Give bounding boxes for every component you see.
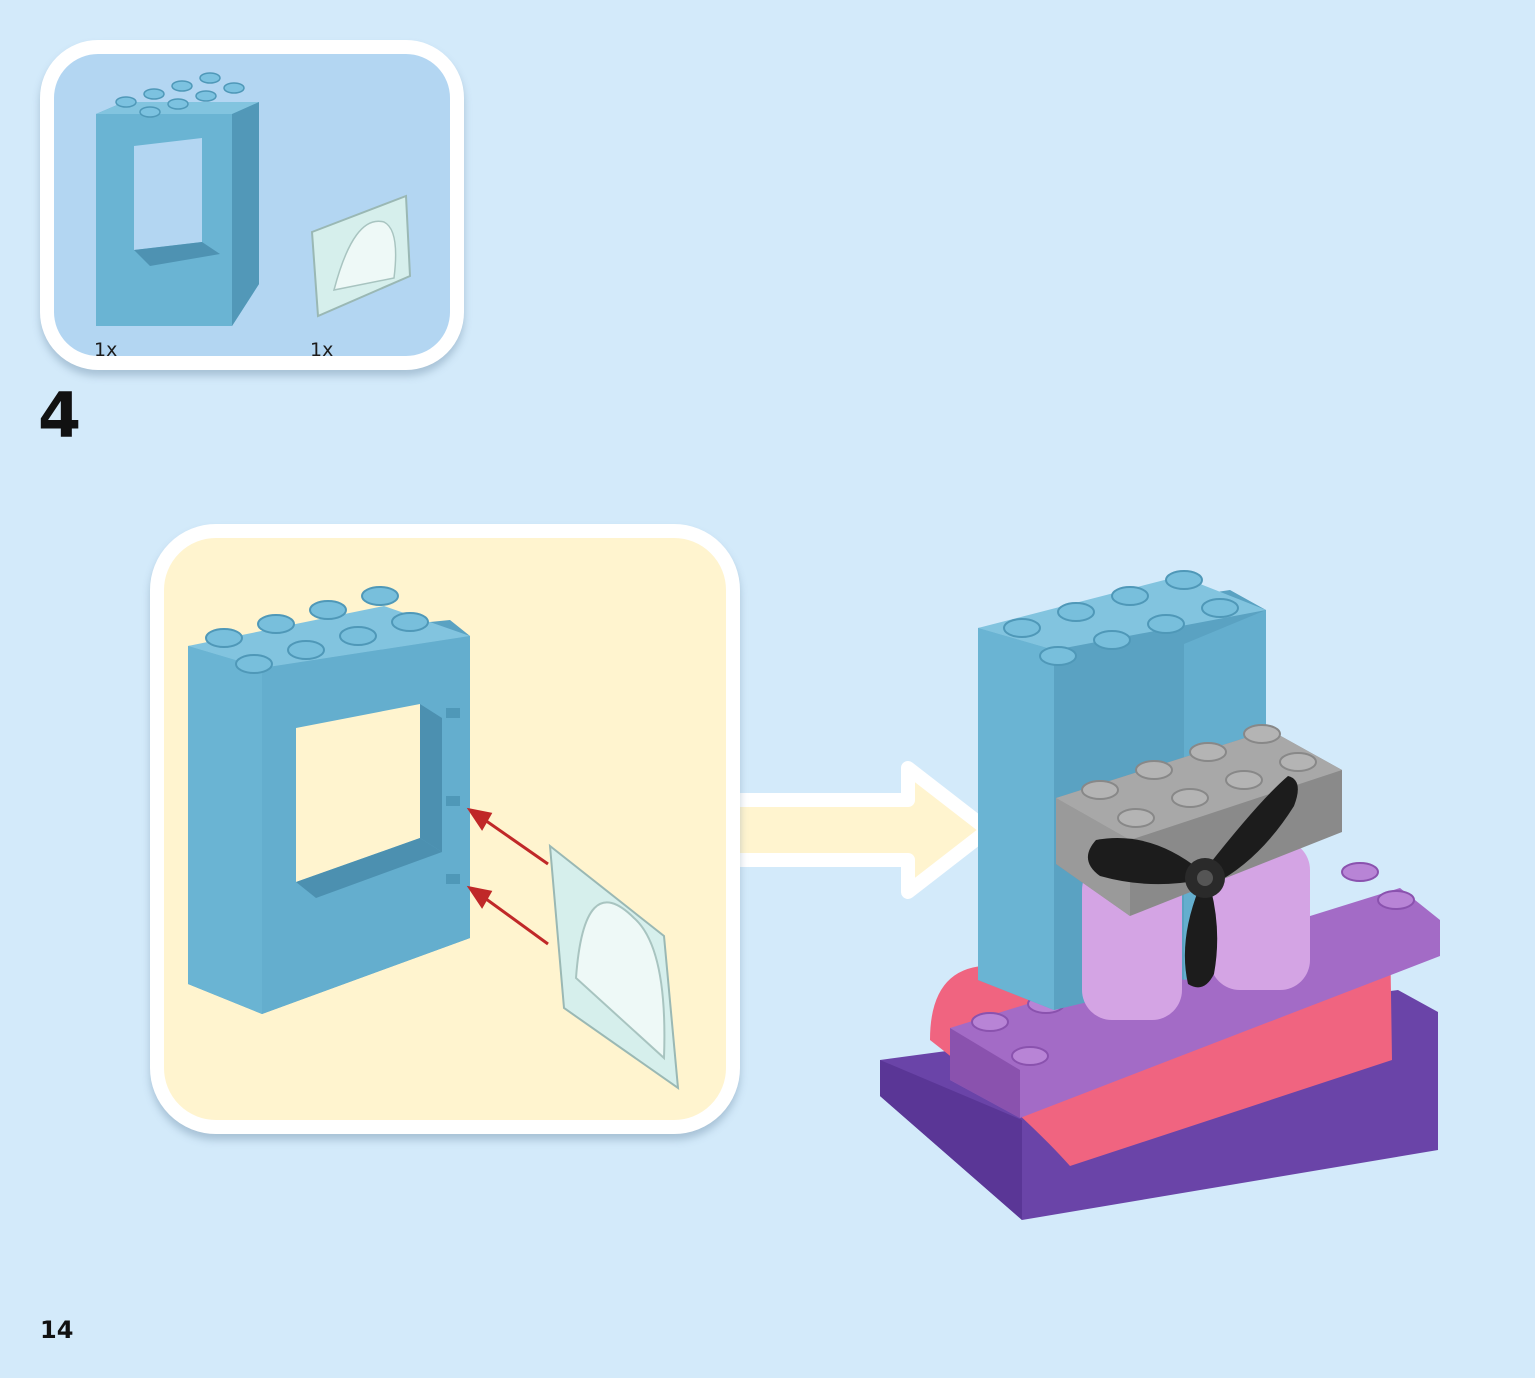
page-number: 14 <box>40 1316 74 1344</box>
part-window-arch <box>310 194 412 318</box>
red-attach-arrows <box>466 807 549 946</box>
callout-window-arch <box>548 843 680 1091</box>
propeller-icon <box>1087 776 1298 988</box>
callout-door-frame <box>188 586 470 1014</box>
parts-list-panel: 1x 1x <box>40 40 464 370</box>
part-door-frame <box>96 72 259 326</box>
part-qty-window-arch: 1x <box>310 339 334 361</box>
callout-illustration <box>188 586 680 1091</box>
part-qty-door-frame: 1x <box>94 339 118 361</box>
step-number: 4 <box>38 379 82 452</box>
parts-illustration <box>96 72 412 326</box>
sub-assembly-callout <box>150 524 740 1134</box>
